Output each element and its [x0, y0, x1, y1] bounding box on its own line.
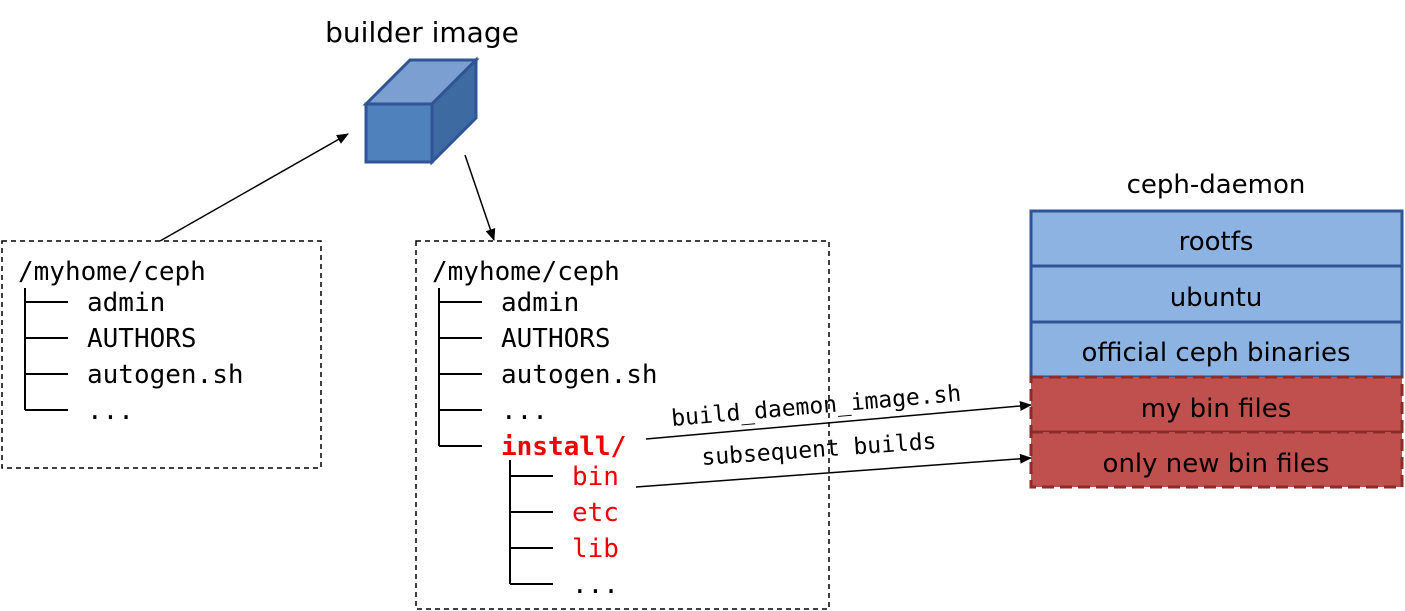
build-tree-item: autogen.sh — [501, 360, 658, 390]
layer-ubuntu — [1029, 264, 1404, 324]
bin-to-new-bin-files-arrow — [635, 453, 1032, 488]
source-tree-item: autogen.sh — [87, 360, 244, 390]
layer-label: my bin files — [1141, 394, 1292, 424]
build-tree-item: admin — [501, 288, 579, 318]
install-to-my-bin-files-arrow — [645, 400, 1032, 440]
layer-my-bin-files — [1029, 375, 1404, 434]
source-to-builder-arrow — [159, 133, 349, 242]
subsequent-builds-label: subsequent builds — [701, 429, 938, 471]
source-tree-item: admin — [87, 288, 165, 318]
layer-label: only new bin files — [1103, 449, 1330, 479]
install-folder-label: install/ — [501, 432, 626, 462]
image-layer-stack — [1029, 209, 1404, 489]
build-tree-root: /myhome/ceph — [432, 257, 620, 287]
source-tree-root: /myhome/ceph — [18, 257, 206, 287]
source-tree-box — [1, 240, 322, 469]
layer-label: official ceph binaries — [1081, 338, 1350, 368]
install-child-item: ... — [572, 570, 619, 600]
layer-new-bin-files — [1029, 430, 1404, 489]
install-child-item: lib — [572, 534, 619, 564]
builder-image-cube-icon — [362, 56, 480, 166]
build-tree-item: AUTHORS — [501, 324, 611, 354]
install-child-item: bin — [572, 462, 619, 492]
builder-image-title: builder image — [325, 16, 519, 49]
build-tree-lines — [438, 288, 553, 585]
source-tree-item: ... — [87, 396, 134, 426]
install-child-item: etc — [572, 498, 619, 528]
source-tree-lines — [24, 288, 68, 411]
layer-official-binaries — [1029, 320, 1404, 379]
builder-to-build-tree-arrow — [464, 154, 496, 241]
ceph-daemon-title: ceph-daemon — [1127, 170, 1306, 200]
source-tree-item: AUTHORS — [87, 324, 197, 354]
build-tree-box — [415, 240, 830, 610]
layer-label: ubuntu — [1170, 283, 1263, 313]
layer-label: rootfs — [1179, 227, 1254, 257]
build-tree-item: ... — [501, 396, 548, 426]
